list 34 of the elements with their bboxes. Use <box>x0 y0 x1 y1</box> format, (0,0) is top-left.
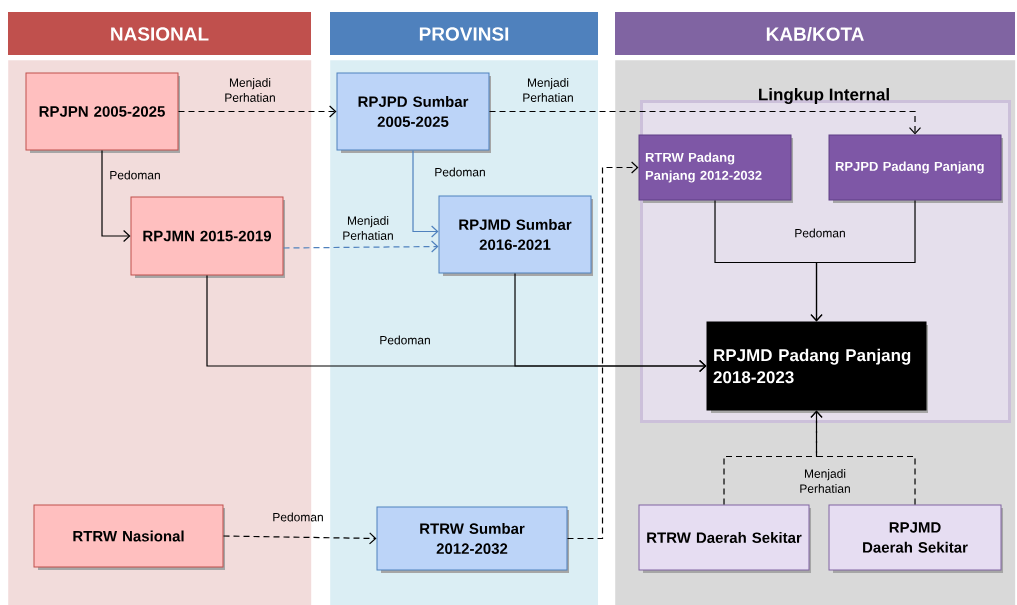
node-label: Lingkup Internal <box>759 88 889 104</box>
arrow <box>282 240 439 253</box>
node-label: KAB/KOTA <box>766 26 864 42</box>
arrow <box>177 105 337 118</box>
edge-label: Pedoman <box>110 170 160 180</box>
node-label: NASIONAL <box>111 27 209 41</box>
edge-label: Pedoman <box>380 335 430 345</box>
plan-box: RPJPD Sumbar 2005-2025 <box>336 72 490 151</box>
arrow <box>488 110 922 135</box>
plan-box: RPJMN 2015-2019 <box>130 196 284 276</box>
plan-box: RTRW Padang Panjang 2012-2032 <box>638 134 792 201</box>
plan-box: RTRW Nasional <box>33 504 224 568</box>
edge-label: Pedoman <box>795 228 845 238</box>
edge-label: Menjadi Perhatian <box>225 78 275 102</box>
arrow <box>412 149 439 238</box>
arrow <box>810 410 916 506</box>
arrow <box>566 161 639 540</box>
plan-box: RTRW Daerah Sekitar <box>638 504 810 571</box>
plan-box: RPJPN 2005-2025 <box>25 72 179 151</box>
edge-label: Menjadi Perhatian <box>800 469 850 493</box>
node-label: PROVINSI <box>419 27 509 41</box>
arrow <box>810 199 916 322</box>
plan-box: RPJMD Sumbar 2016-2021 <box>438 195 592 274</box>
edge-label: Pedoman <box>435 167 485 177</box>
plan-box: RPJMD Padang Panjang 2018-2023 <box>706 321 927 411</box>
arrow <box>101 149 131 243</box>
edge-label: Menjadi Perhatian <box>343 216 393 240</box>
plan-box: RPJPD Padang Panjang <box>828 134 1002 201</box>
plan-box: RPJMD Daerah Sekitar <box>828 504 1002 571</box>
arrow <box>222 532 377 545</box>
plan-box: RTRW Sumbar 2012-2032 <box>376 506 568 571</box>
edge-label: Pedoman <box>273 512 323 522</box>
edge-label: Menjadi Perhatian <box>523 78 573 102</box>
arrow <box>514 272 707 373</box>
